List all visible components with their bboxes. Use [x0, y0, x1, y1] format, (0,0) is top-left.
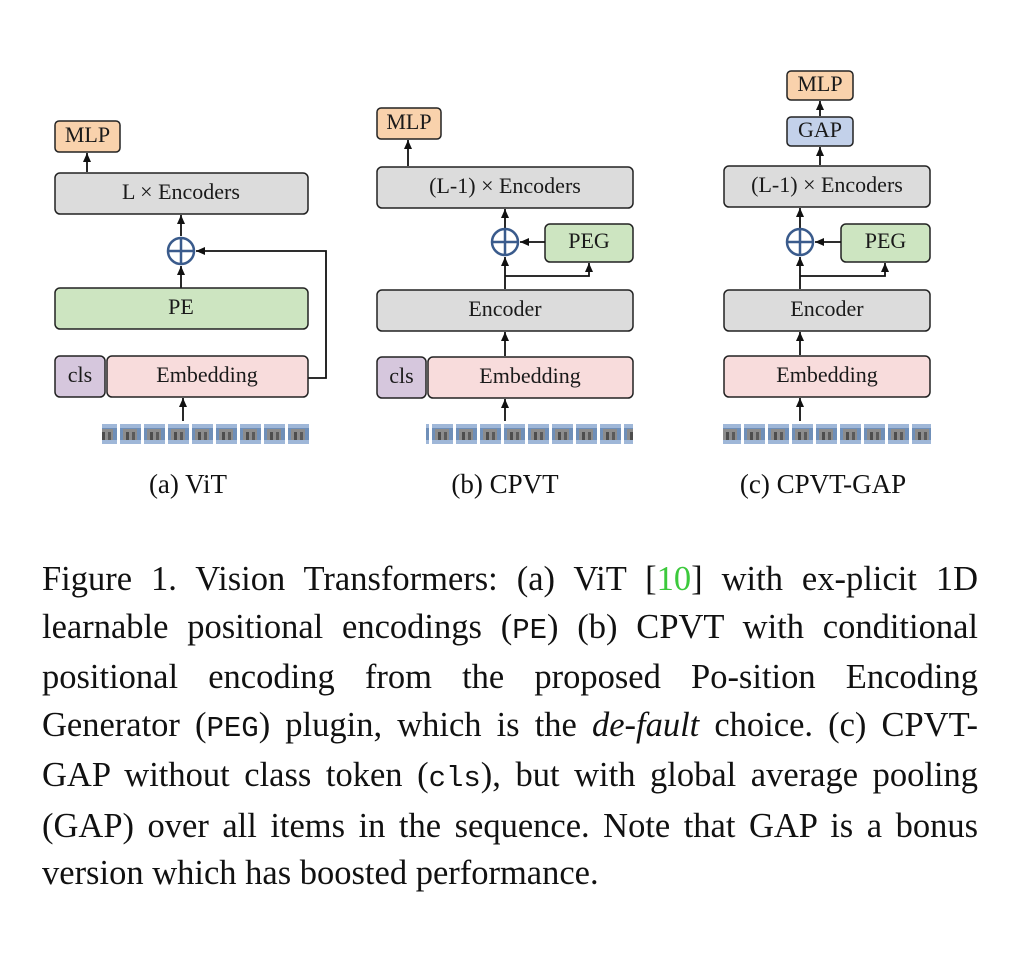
encoder-box: Encoder [376, 289, 634, 332]
peg-box: PEG [840, 223, 931, 263]
image-patches [102, 424, 309, 444]
gap-label: GAP [798, 117, 842, 142]
caption-italic: de-fault [591, 705, 700, 744]
mlp-label: MLP [65, 122, 110, 147]
encoder-label: Encoder [468, 296, 542, 321]
code-cls: cls [428, 762, 481, 795]
encoder-label: Encoder [790, 296, 864, 321]
branch-arrow [800, 263, 889, 277]
branch-arrow [505, 263, 593, 277]
caption-text: choice. (c) CPVT-GAP without class token… [42, 705, 978, 795]
embedding-box: Embedding [723, 355, 931, 398]
code-peg: PEG [206, 711, 259, 745]
panel-vit: MLP L × Encoders PE cls Embedding (a) [54, 120, 327, 499]
encoders-label: L × Encoders [122, 179, 240, 204]
plus-icon [490, 227, 520, 257]
caption-text: Vision Transformers: (a) ViT [ [195, 560, 657, 598]
mlp-box: MLP [786, 70, 854, 101]
cls-label: cls [68, 362, 92, 387]
embedding-label: Embedding [776, 362, 877, 387]
peg-label: PEG [568, 228, 610, 253]
embedding-label: Embedding [479, 363, 580, 388]
panel-cpvt-gap: MLP GAP (L-1) × Encoders PEG Encoder [723, 70, 931, 499]
subcaption: (c) CPVT-GAP [740, 469, 906, 499]
caption-label: Figure 1. [42, 560, 177, 598]
encoders-label: (L-1) × Encoders [751, 172, 903, 197]
peg-box: PEG [544, 223, 634, 263]
encoders-box: (L-1) × Encoders [723, 165, 931, 208]
caption-text: ) (b) CPVT with conditional positional e… [42, 607, 978, 744]
caption-text: ) plugin, which is the [258, 705, 592, 744]
skip-arrow [196, 247, 327, 379]
encoder-box: Encoder [723, 289, 931, 332]
gap-box: GAP [786, 116, 854, 147]
encoders-box: L × Encoders [54, 172, 309, 215]
encoders-label: (L-1) × Encoders [429, 173, 581, 198]
encoders-box: (L-1) × Encoders [376, 166, 634, 209]
subcaption: (a) ViT [149, 469, 228, 499]
figure-caption: Figure 1. Vision Transformers: (a) ViT [… [42, 556, 978, 898]
figure-diagram: MLP L × Encoders PE cls Embedding (a) [54, 70, 931, 499]
mlp-box: MLP [54, 120, 121, 153]
panel-cpvt: MLP (L-1) × Encoders PEG Encoder cls [376, 107, 634, 499]
embedding-box: Embedding [106, 355, 309, 398]
caption-text: ] with ex-plicit 1D learnable positional… [42, 560, 978, 646]
citation-link[interactable]: 10 [656, 560, 692, 598]
image-patches [426, 424, 633, 444]
caption-text: ), but with global average pooling (GAP)… [42, 756, 978, 892]
cls-box: cls [54, 355, 106, 398]
cls-box: cls [376, 356, 427, 399]
plus-icon [166, 236, 196, 266]
code-pe: PE [512, 613, 548, 647]
pe-label: PE [168, 294, 194, 319]
peg-label: PEG [865, 228, 907, 253]
mlp-label: MLP [386, 109, 431, 134]
plus-icon [785, 227, 815, 257]
cls-label: cls [389, 363, 413, 388]
embedding-label: Embedding [156, 362, 257, 387]
subcaption: (b) CPVT [451, 469, 559, 499]
mlp-label: MLP [797, 71, 842, 96]
pe-box: PE [54, 287, 309, 330]
embedding-box: Embedding [427, 356, 634, 399]
image-patches [723, 424, 931, 444]
mlp-box: MLP [376, 107, 442, 140]
